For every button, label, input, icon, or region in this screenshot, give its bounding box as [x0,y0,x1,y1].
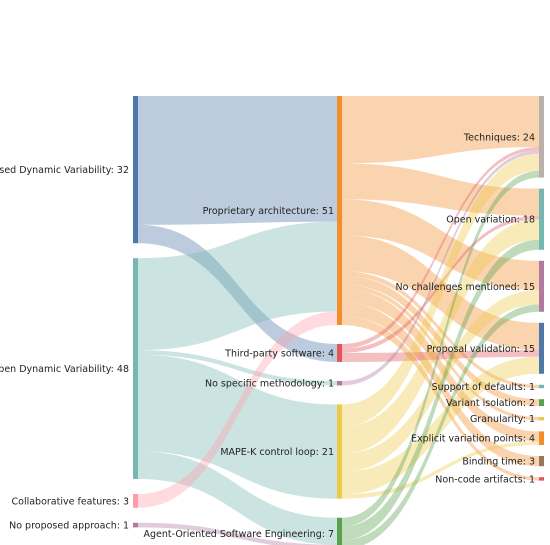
link-mapek-to-openvar [342,219,539,454]
label-propval: Proposal validation: 15 [427,344,535,355]
link-closed-to-third [138,224,337,362]
link-collab-to-prop [138,311,337,508]
link-mapek-to-nochal [342,289,539,472]
label-prop: Proprietary architecture: 51 [203,206,334,217]
node-noapproach [133,522,138,528]
node-mapek [337,404,342,499]
link-prop-to-explicit [342,289,539,442]
link-open-to-prop [138,221,337,351]
link-third-to-propval [342,350,539,362]
link-prop-to-nochal [342,199,539,290]
link-mapek-to-explicit [342,441,539,499]
nodes-layer [133,96,544,545]
link-open-to-nometh [138,350,337,386]
link-prop-to-tech [342,96,539,164]
label-closed: Closed Dynamic Variability: 32 [0,165,129,176]
link-prop-to-propval [342,235,539,350]
node-prop [337,96,342,325]
link-aose-to-nochal [342,304,539,545]
label-openvar: Open variation: 18 [446,215,535,226]
node-collab [133,494,138,508]
label-mapek: MAPE-K control loop: 21 [220,447,334,458]
node-aose [337,517,342,545]
label-gran: Granularity: 1 [470,414,535,425]
link-noapproach-to-aose [138,522,337,545]
label-isol: Variant isolation: 2 [446,398,535,409]
link-mapek-to-propval [342,356,539,495]
node-tech [539,96,544,178]
label-tech: Techniques: 24 [463,132,535,143]
label-explicit: Explicit variation points: 4 [411,434,535,445]
label-noapproach: No proposed approach: 1 [9,521,129,532]
node-openvar [539,188,544,250]
label-collab: Collaborative features: 3 [12,496,129,507]
link-open-to-aose [138,451,337,545]
node-closed [133,96,138,244]
link-prop-to-defaults [342,271,539,389]
link-prop-to-isol [342,275,539,406]
node-isol [539,399,544,406]
label-aose: Agent-Oriented Software Engineering: 7 [144,529,334,540]
label-nometh: No specific methodology: 1 [205,379,334,390]
label-nochal: No challenges mentioned: 15 [396,282,536,293]
node-binding [539,456,544,467]
link-aose-to-openvar [342,239,539,541]
labels-layer: Closed Dynamic Variability: 32 Open Dynam… [0,132,535,540]
link-prop-to-openvar [342,163,539,216]
link-nometh-to-tech [342,150,539,386]
node-third [337,343,342,362]
node-defaults [539,384,544,389]
links-layer [138,96,539,545]
link-prop-to-gran [342,284,539,421]
node-explicit [539,431,544,445]
link-open-to-mapek [138,354,337,499]
link-third-to-tech [342,147,539,349]
link-mapek-to-tech [342,153,539,427]
link-aose-to-tech [342,170,539,527]
label-binding: Binding time: 3 [462,457,535,468]
label-noncode: Non-code artifacts: 1 [435,474,535,485]
node-propval [539,322,544,374]
node-nometh [337,380,342,386]
node-gran [539,417,544,421]
link-third-to-openvar [342,215,539,353]
node-noncode [539,477,544,481]
label-defaults: Support of defaults: 1 [432,382,535,393]
node-open [133,258,138,479]
label-third: Third-party software: 4 [224,348,334,359]
link-prop-to-noncode [342,316,539,481]
node-nochal [539,260,544,312]
link-prop-to-binding [342,302,539,467]
link-closed-to-prop [138,96,337,225]
label-open: Open Dynamic Variability: 48 [0,364,129,375]
